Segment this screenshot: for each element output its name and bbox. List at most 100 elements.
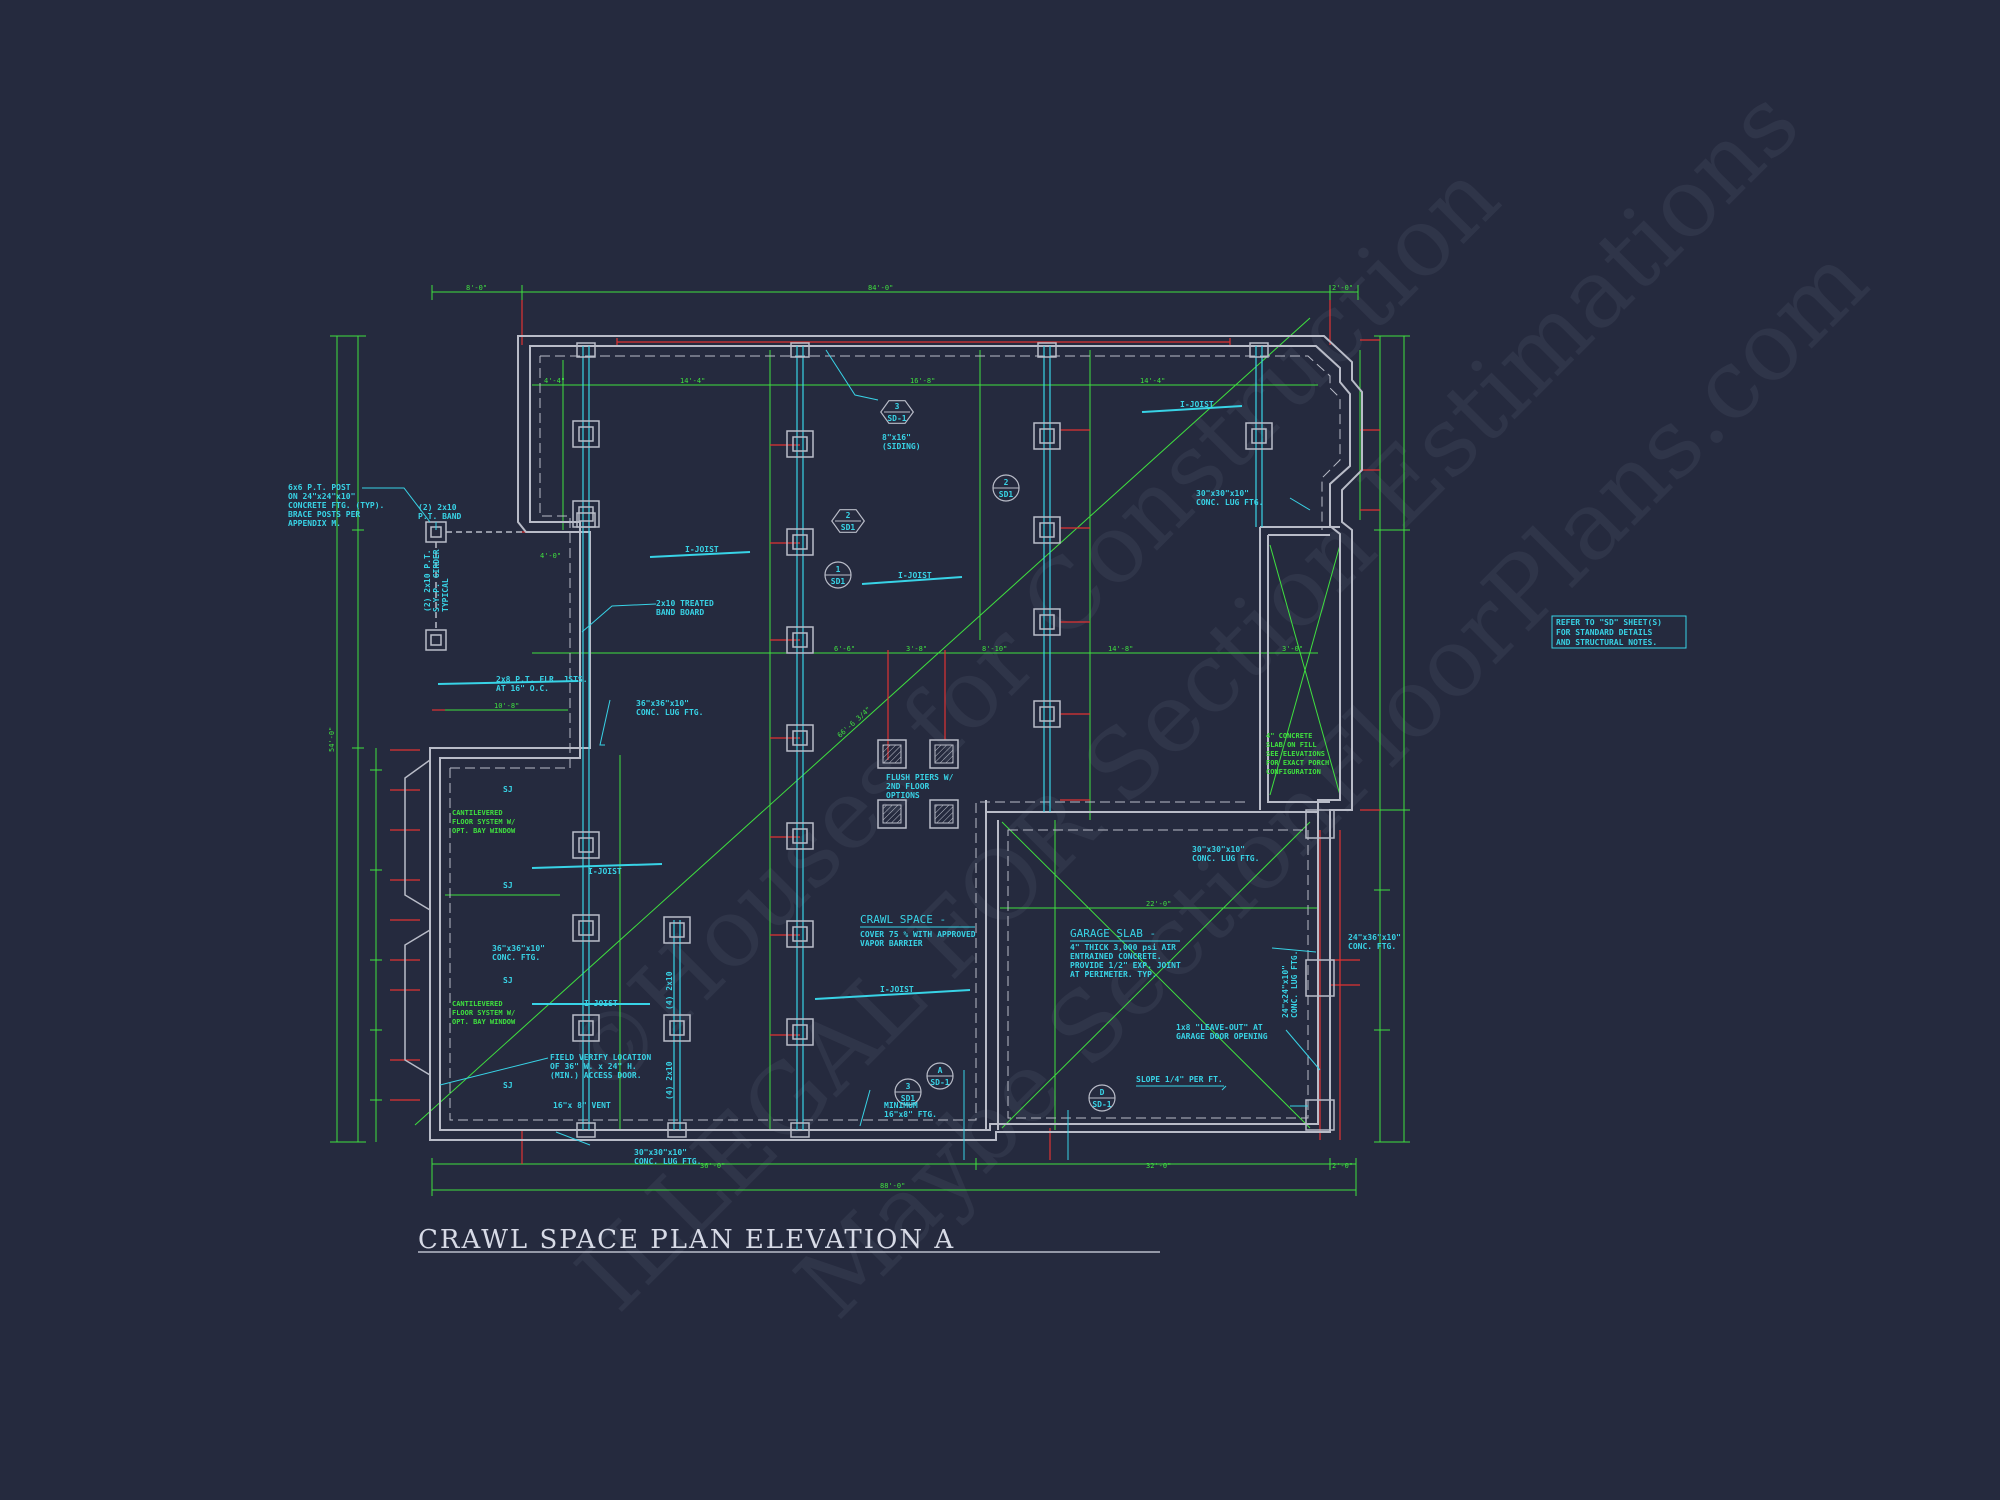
cantilever-note: FLOOR SYSTEM W/ (452, 818, 515, 826)
joist-labels: I-JOIST I-JOIST I-JOIST I-JOIST I-JOIST … (503, 400, 1214, 1100)
sj-label: SJ (503, 881, 513, 890)
conc-lug-footing-note: CONC. LUG FTG. (1290, 951, 1299, 1018)
conc-lug-footing-note: CONC. LUG FTG. (634, 1157, 701, 1166)
refer-note-line-2: FOR STANDARD DETAILS (1556, 628, 1653, 637)
refer-note-line-1: REFER TO "SD" SHEET(S) (1556, 618, 1662, 627)
pier-footing (572, 1014, 600, 1042)
flush-pier (877, 739, 907, 769)
treated-band-note: BAND BOARD (656, 608, 704, 617)
callout-number: 2 (846, 511, 851, 520)
detail-callout: ASD-1 (926, 1062, 954, 1090)
conc-lug-footing-note: 30"x30"x10" (634, 1148, 687, 1157)
dim-int-11: 3'-0" (1282, 645, 1303, 653)
pier-footing (1033, 608, 1061, 636)
girder-note: TYPICAL (441, 578, 450, 612)
garage-leave-out-note: 1x8 "LEAVE-OUT" AT (1176, 1023, 1263, 1032)
porch-slab-note: SEE ELEVATIONS (1266, 750, 1325, 758)
conc-lug-footing-note: 30"x30"x10" (1192, 845, 1245, 854)
dim-int-10: 14'-8" (1108, 645, 1133, 653)
access-door-note: FIELD VERIFY LOCATION (550, 1053, 651, 1062)
callout-reference: SD-1 (930, 1078, 949, 1087)
cantilever-note: OPT. BAY WINDOW (452, 1018, 516, 1026)
callout-reference: SD1 (841, 523, 856, 532)
band-note: P.T. BAND (418, 512, 462, 521)
post-footing-note: CONCRETE FTG. (TYP). (288, 501, 384, 510)
conc-lug-footing-note: 24"x24"x10" (1281, 965, 1290, 1018)
conc-footing-note: 24"x36"x10" (1348, 933, 1401, 942)
girder-lines (582, 346, 1263, 1130)
flush-pier-fill (882, 804, 902, 824)
sj-label: SJ (503, 1081, 513, 1090)
floor-joists-note: 2x8 P.T. FLR. JSTS. (496, 675, 588, 684)
conc-lug-footing-note: CONC. LUG FTG. (636, 708, 703, 717)
conc-footing-note: 36"x36"x10" (492, 944, 545, 953)
wall-pier (1037, 342, 1057, 358)
ijoist-label: I-JOIST (588, 867, 622, 876)
foundation-walls (429, 335, 1363, 1141)
garage-slab-note: ENTRAINED CONCRETE. (1070, 952, 1162, 961)
pier-footing (786, 528, 814, 556)
dim-int-8: 3'-8" (906, 645, 927, 653)
dim-top-overall: 84'-0" (868, 284, 893, 292)
pier-footing (572, 420, 600, 448)
post-footing-note: BRACE POSTS PER (288, 510, 360, 519)
flush-pier (929, 739, 959, 769)
floor-joists-note: AT 16" O.C. (496, 684, 549, 693)
wall-pier (667, 1122, 687, 1138)
pier-footing (1033, 516, 1061, 544)
min-footing-note: 16"x8" FTG. (884, 1110, 937, 1119)
treated-band-note: 2x10 TREATED (656, 599, 714, 608)
conc-lug-footing-note: CONC. LUG FTG. (1192, 854, 1259, 863)
garage-slab-note: AT PERIMETER. TYP. (1070, 970, 1157, 979)
callout-number: 3 (906, 1082, 911, 1091)
post-footing-note: 6x6 P.T. POST (288, 483, 351, 492)
leader-lines (362, 349, 1321, 1160)
pier-group (572, 342, 1273, 1138)
flush-pier-fill (882, 744, 902, 764)
pier-footing (786, 430, 814, 458)
crawl-space-note: VAPOR BARRIER (860, 939, 923, 948)
flush-piers-note: FLUSH PIERS W/ (886, 773, 954, 782)
dim-int-5: 4'-0" (540, 552, 561, 560)
ijoist-label: I-JOIST (880, 985, 914, 994)
refer-note-line-3: AND STRUCTURAL NOTES. (1556, 638, 1657, 647)
flush-pier (929, 799, 959, 829)
red-framing-lines (390, 300, 1380, 1164)
dim-left-overall: 54'-0" (328, 727, 336, 752)
conc-footing-note: CONC. FTG. (492, 953, 540, 962)
band-note: (2) 2x10 (418, 503, 457, 512)
watermark-line-2: ILLEGAL FOR Section Estimations (557, 68, 1821, 1332)
conc-lug-footing-note: CONC. LUG FTG. (1196, 498, 1263, 507)
dim-bottom-right: 2'-0" (1332, 1162, 1353, 1170)
conc-footing-note: CONC. FTG. (1348, 942, 1396, 951)
dim-garage: 22'-0" (1146, 900, 1171, 908)
dim-int-7: 6'-6" (834, 645, 855, 653)
drawing-title: CRAWL SPACE PLAN ELEVATION A (418, 1225, 955, 1255)
cantilever-outline (404, 759, 431, 1076)
porch-slab-note: SLAB ON FILL (1266, 741, 1317, 749)
dim-int-3: 14'-4" (1140, 377, 1165, 385)
garage-slab-note: PROVIDE 1/2" EXP. JOINT (1070, 961, 1181, 970)
two-by-ten-label: (4) 2x10 (665, 1061, 674, 1100)
ijoist-label: I-JOIST (584, 999, 618, 1008)
wall-pier (576, 342, 596, 358)
cantilever-note: CANTILEVERED (452, 1000, 503, 1008)
foundation-dashed-inner (449, 355, 1341, 1121)
ijoist-label: I-JOIST (898, 571, 932, 580)
callout-number: 3 (895, 402, 900, 411)
dim-bottom-overall: 88'-0" (880, 1182, 905, 1190)
left-posts (425, 521, 580, 651)
pier-footing (663, 1014, 691, 1042)
dim-top-left: 8'-0" (466, 284, 487, 292)
pier-footing (1245, 422, 1273, 450)
dim-int-4: 4'-4" (544, 377, 565, 385)
pier-footing (786, 920, 814, 948)
callout-number: D (1100, 1088, 1105, 1097)
min-footing-note: MINIMUM (884, 1101, 918, 1110)
access-door-note: OF 36" W. x 24" H. (550, 1062, 637, 1071)
ijoist-label: I-JOIST (1180, 400, 1214, 409)
callout-reference: SD-1 (887, 414, 906, 423)
